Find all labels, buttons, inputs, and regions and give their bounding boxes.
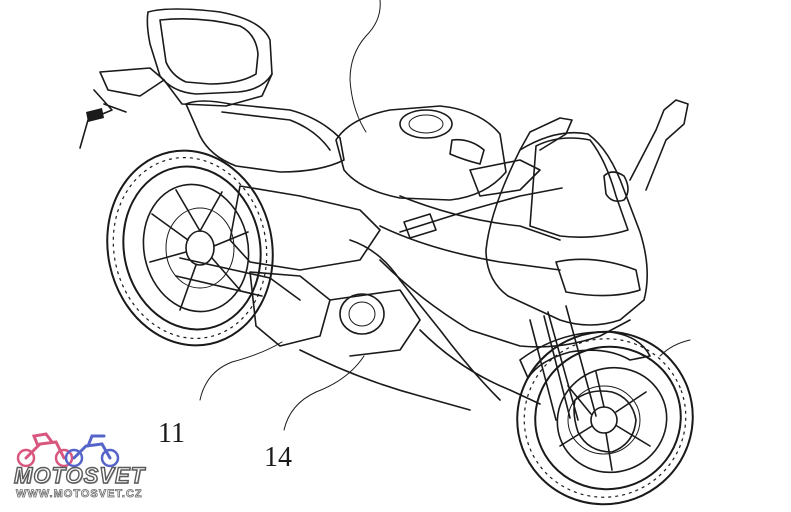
watermark-url: WWW.MOTOSVET.CZ	[16, 488, 143, 501]
rider-seat	[185, 100, 345, 173]
watermark-bike-blue-icon	[64, 434, 120, 468]
handlebars	[399, 99, 689, 239]
watermark-name: MOTOSVET	[13, 462, 146, 488]
front-fairing	[349, 131, 648, 405]
tail-section	[79, 8, 273, 149]
watermark-bike-pink-icon	[16, 432, 74, 468]
leader-lines	[199, 0, 691, 431]
front-fork	[519, 305, 651, 421]
fuel-tank	[335, 105, 507, 201]
reference-numeral-14: 14	[264, 442, 292, 473]
engine-frame	[175, 185, 471, 411]
watermark-logo	[16, 432, 120, 468]
rear-wheel	[106, 149, 274, 347]
reference-numeral-11: 11	[158, 418, 185, 449]
front-wheel	[516, 330, 694, 506]
